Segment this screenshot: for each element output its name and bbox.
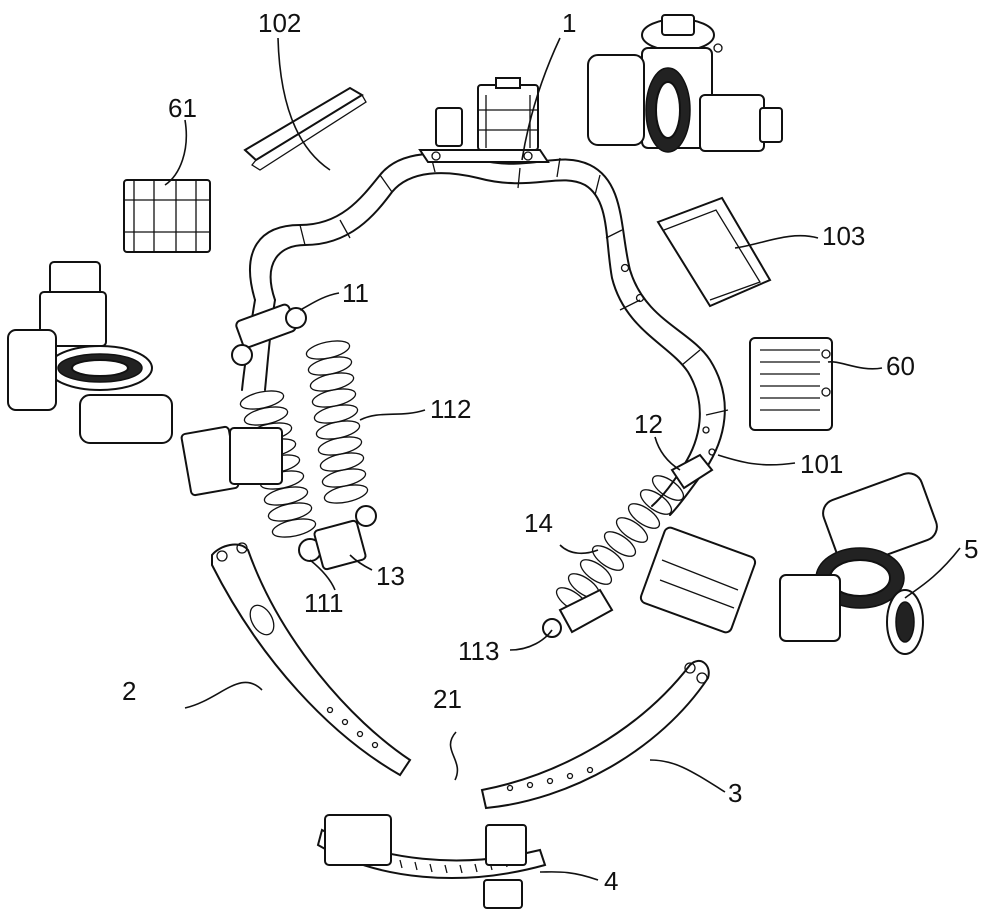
rotary-drive-module-left bbox=[7, 261, 173, 444]
label-103: 103 bbox=[822, 221, 865, 251]
rotary-drive-module-top bbox=[587, 14, 783, 153]
label-102: 102 bbox=[258, 8, 301, 38]
main-ring-frame bbox=[241, 77, 729, 516]
leader-lines bbox=[164, 37, 961, 881]
label-3: 3 bbox=[728, 778, 742, 808]
label-101: 101 bbox=[800, 449, 843, 479]
plate-103 bbox=[656, 196, 772, 308]
left-spring-assembly bbox=[180, 303, 377, 571]
label-13: 13 bbox=[376, 561, 405, 591]
label-111: 111 bbox=[304, 588, 344, 618]
label-4: 4 bbox=[604, 866, 618, 896]
label-5: 5 bbox=[964, 534, 978, 564]
label-1: 1 bbox=[562, 8, 576, 38]
rotary-drive-module-5 bbox=[779, 472, 938, 655]
label-11: 11 bbox=[342, 278, 369, 308]
clamp-block-60 bbox=[749, 337, 833, 431]
right-spring-assembly bbox=[542, 453, 757, 638]
reference-numerals: 1 102 61 103 11 60 112 12 101 14 5 13 11… bbox=[122, 8, 978, 896]
label-113: 113 bbox=[458, 636, 499, 666]
plate-102 bbox=[243, 86, 364, 162]
label-21: 21 bbox=[433, 684, 462, 714]
rack-segment-4 bbox=[316, 814, 547, 909]
label-2: 2 bbox=[122, 676, 136, 706]
arc-segment-3 bbox=[480, 659, 710, 810]
clamp-block-61 bbox=[123, 179, 211, 253]
label-61: 61 bbox=[168, 93, 197, 123]
label-12: 12 bbox=[634, 409, 663, 439]
label-60: 60 bbox=[886, 351, 915, 381]
label-14: 14 bbox=[524, 508, 553, 538]
arc-segment-2 bbox=[211, 542, 412, 777]
label-112: 112 bbox=[430, 394, 471, 424]
